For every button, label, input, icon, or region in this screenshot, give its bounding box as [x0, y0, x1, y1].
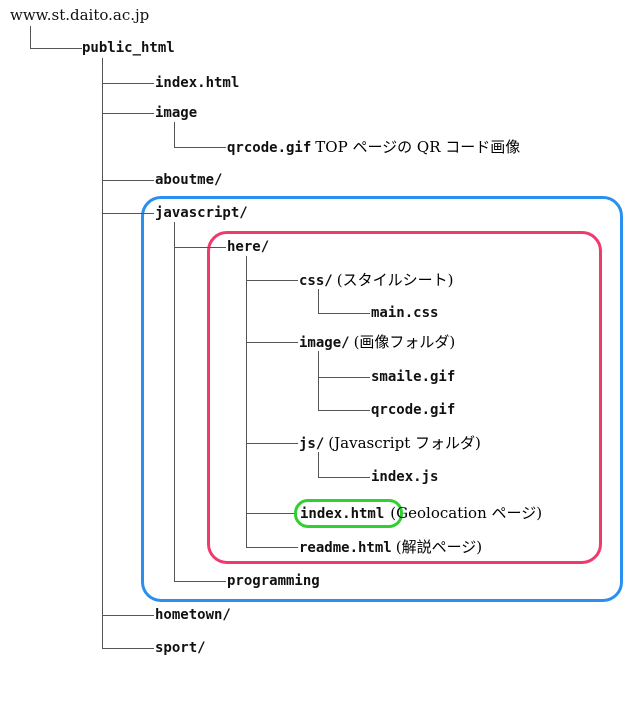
connector-js-trunk: [318, 452, 319, 477]
programming-folder[interactable]: programming: [227, 573, 320, 589]
index-js-file[interactable]: index.js: [371, 469, 439, 485]
connector-here: [174, 247, 226, 248]
readme-html-file[interactable]: readme.html: [299, 540, 392, 556]
qrcode-top-item: qrcode.gif TOP ページの QR コード画像: [227, 138, 520, 157]
connector-root: [30, 26, 31, 48]
here-image-item: image/ (画像フォルダ): [299, 333, 455, 352]
qrcode-top-file[interactable]: qrcode.gif: [227, 140, 312, 156]
image-folder[interactable]: image: [155, 105, 198, 121]
here-index-html-note: (Geolocation ページ): [390, 504, 543, 522]
public-html-folder[interactable]: public_html: [82, 40, 175, 56]
connector-index-html: [102, 83, 154, 84]
smaile-gif-file[interactable]: smaile.gif: [371, 369, 456, 385]
css-folder[interactable]: css/: [299, 273, 333, 289]
connector-css: [246, 280, 298, 281]
connector-main-css: [318, 313, 370, 314]
here-highlight-box: [207, 231, 602, 564]
connector-qrcode-gif: [318, 410, 370, 411]
js-folder[interactable]: js/: [299, 436, 325, 452]
connector-js: [246, 443, 298, 444]
here-index-html-file[interactable]: index.html: [300, 506, 385, 522]
connector-image: [102, 113, 154, 114]
connector-programming: [174, 581, 226, 582]
connector-here-image: [246, 342, 298, 343]
here-index-html-item: index.html (Geolocation ページ): [300, 504, 542, 523]
connector-sport: [102, 648, 154, 649]
index-html-file[interactable]: index.html: [155, 75, 240, 91]
css-item: css/ (スタイルシート): [299, 271, 453, 290]
connector-public-html: [30, 48, 82, 49]
aboutme-folder[interactable]: aboutme/: [155, 172, 223, 188]
connector-qrcode-top: [174, 147, 226, 148]
qrcode-top-note: TOP ページの QR コード画像: [315, 138, 521, 156]
js-item: js/ (Javascript フォルダ): [299, 434, 481, 453]
main-css-file[interactable]: main.css: [371, 305, 439, 321]
connector-aboutme: [102, 180, 154, 181]
css-note: (スタイルシート): [336, 271, 454, 289]
connector-image-trunk: [174, 122, 175, 147]
connector-javascript-trunk: [174, 222, 175, 581]
connector-hometown: [102, 615, 154, 616]
index-html-highlight-oval: [294, 499, 403, 528]
connector-here-index-html: [246, 513, 294, 514]
connector-smaile-gif: [318, 377, 370, 378]
here-image-note: (画像フォルダ): [353, 333, 456, 351]
javascript-highlight-box: [141, 196, 623, 602]
qrcode-gif-file[interactable]: qrcode.gif: [371, 402, 456, 418]
readme-html-note: (解説ページ): [395, 538, 483, 556]
sport-folder[interactable]: sport/: [155, 640, 206, 656]
connector-readme-html: [246, 547, 298, 548]
readme-html-item: readme.html (解説ページ): [299, 538, 482, 557]
root-domain-label: www.st.daito.ac.jp: [10, 6, 150, 24]
hometown-folder[interactable]: hometown/: [155, 607, 231, 623]
connector-javascript: [102, 213, 154, 214]
here-folder[interactable]: here/: [227, 239, 270, 255]
javascript-folder[interactable]: javascript/: [155, 205, 248, 221]
here-image-folder[interactable]: image/: [299, 335, 350, 351]
js-note: (Javascript フォルダ): [328, 434, 481, 452]
connector-index-js: [318, 477, 370, 478]
connector-here-trunk: [246, 256, 247, 547]
connector-css-trunk: [318, 289, 319, 313]
connector-public-html-trunk: [102, 58, 103, 648]
connector-here-image-trunk: [318, 351, 319, 410]
